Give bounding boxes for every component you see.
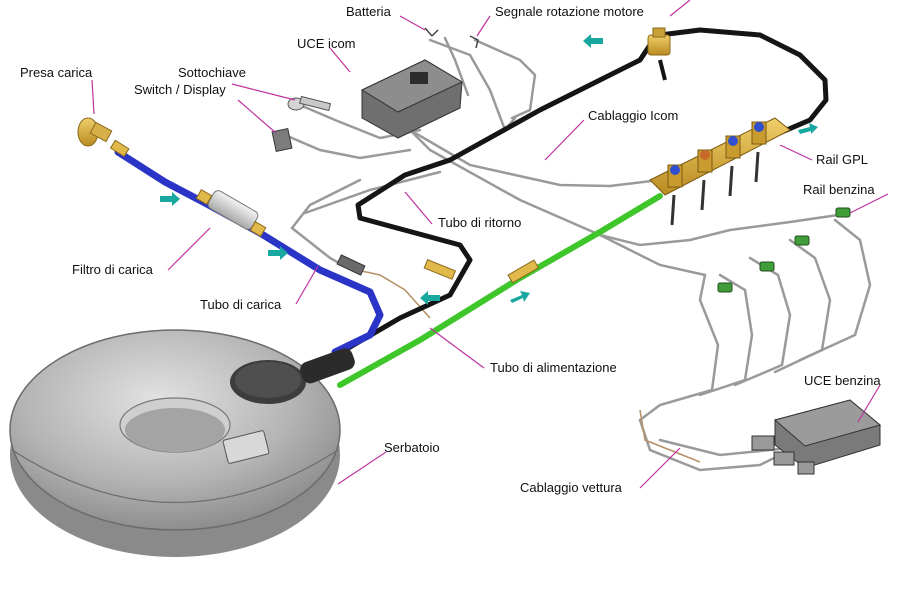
flow-arrow: [268, 246, 288, 260]
label-uce-benzina: UCE benzina: [804, 373, 881, 388]
presa-carica-component: [77, 117, 130, 158]
rail-benzina-component: [717, 207, 851, 293]
leader-lines: [91, 0, 889, 489]
harness-connector: [336, 254, 366, 276]
lpg-tank: [9, 329, 355, 557]
return-pipe: [342, 27, 829, 353]
filling-pipe: [114, 148, 384, 356]
tank-plate: [222, 430, 270, 464]
segnale-terminal: [469, 35, 479, 49]
flow-arrows: [160, 34, 818, 305]
label-switch-display: Switch / Display: [134, 82, 226, 97]
rail-gpl-component: [649, 117, 791, 226]
label-cablaggio-icom: Cablaggio Icom: [588, 108, 679, 123]
flow-arrow: [798, 123, 818, 134]
label-rail-gpl: Rail GPL: [816, 152, 869, 167]
wiring-harness: [283, 36, 872, 472]
switch-display-component: [271, 127, 293, 153]
label-segnale-rotazione-motore: Segnale rotazione motore: [495, 4, 644, 19]
batteria-terminal: [424, 27, 439, 37]
label-tubo-di-ritorno: Tubo di ritorno: [438, 215, 522, 230]
label-cablaggio-vettura: Cablaggio vettura: [520, 480, 622, 495]
flow-arrow: [583, 34, 603, 48]
label-filtro-di-carica: Filtro di carica: [72, 262, 153, 277]
label-uce-icom: UCE icom: [297, 36, 356, 51]
supply-pipe-coupling: [507, 259, 540, 284]
label-tubo-di-alimentazione: Tubo di alimentazione: [490, 360, 617, 375]
label-rail-benzina: Rail benzina: [803, 182, 875, 197]
return-pipe-coupling: [423, 259, 457, 280]
filtro-carica-component: [195, 188, 267, 238]
label-presa-carica: Presa carica: [20, 65, 93, 80]
label-sottochiave: Sottochiave: [178, 65, 246, 80]
label-batteria: Batteria: [346, 4, 391, 19]
uce-icom-component: [360, 59, 464, 139]
flow-arrow: [420, 291, 440, 305]
pressure-sensor-component: [647, 27, 671, 56]
sottochiave-component: [287, 95, 332, 112]
label-serbatoio: Serbatoio: [384, 440, 440, 455]
label-tubo-di-carica: Tubo di carica: [200, 297, 282, 312]
return-pipe-branch: [658, 59, 667, 81]
uce-benzina-component: [751, 399, 882, 475]
harness-wire-brown: [347, 267, 701, 463]
flow-arrow: [510, 291, 530, 303]
flow-arrow: [160, 192, 180, 206]
